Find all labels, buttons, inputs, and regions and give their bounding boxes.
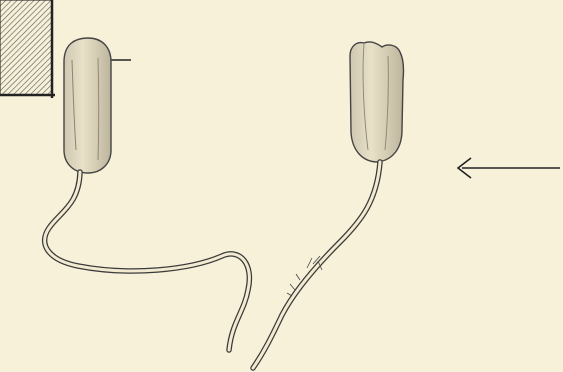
left-specimen-filament (45, 172, 250, 350)
left-specimen-head (64, 38, 111, 173)
right-specimen-head (350, 42, 404, 162)
arrow-left-icon (458, 158, 560, 178)
right-specimen (253, 42, 404, 368)
support-block (0, 0, 55, 98)
left-specimen (45, 38, 250, 350)
